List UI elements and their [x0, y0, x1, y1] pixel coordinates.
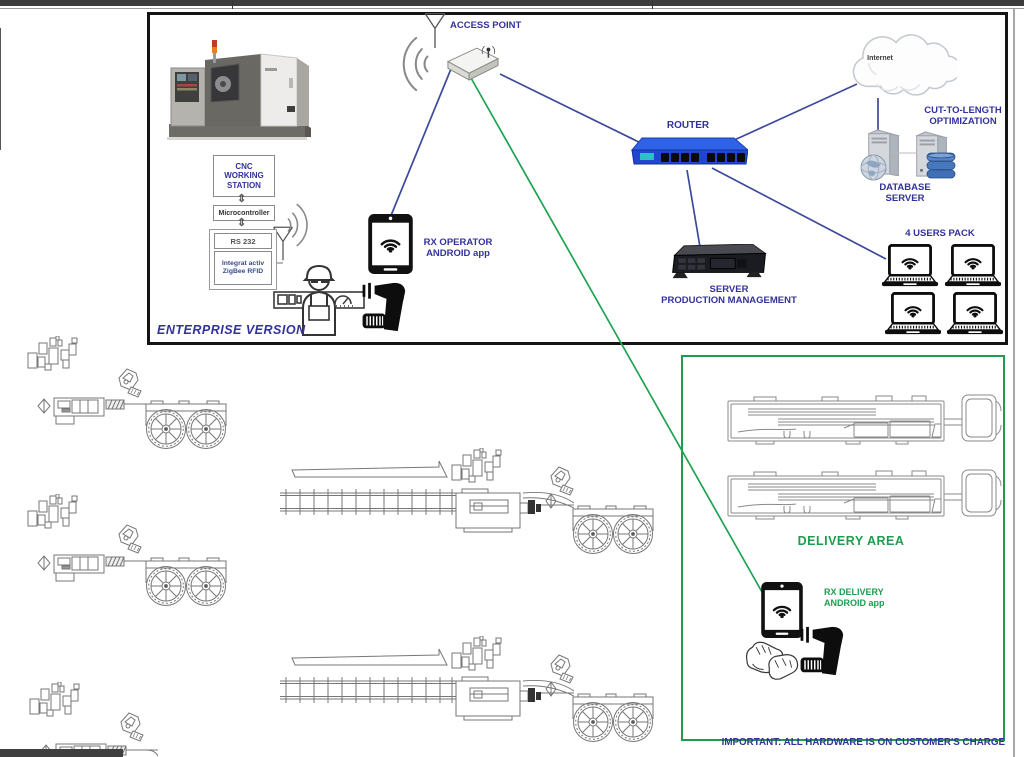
gloves-icon [742, 636, 804, 690]
laptop-icon-2 [944, 244, 1002, 288]
cnc-station-line3: STATION [227, 180, 261, 190]
users-pack-label: 4 USERS PACK [905, 228, 975, 239]
updown-arrow-icon: ⇕ [237, 217, 247, 229]
top-window-bar [0, 0, 1024, 6]
laptop-icon-4 [946, 292, 1004, 336]
microcontroller-label: Microcontroller [218, 209, 270, 217]
rx-operator-line2: ANDROID app [426, 248, 490, 260]
rx-delivery-tablet [759, 582, 805, 638]
rx-delivery-line2: ANDROID app [824, 597, 885, 608]
cnc-working-station-box: CNC WORKING STATION [213, 155, 275, 197]
zigbee-box: Integrat activ ZigBee RFID [214, 251, 272, 285]
top-rule-line [0, 8, 1024, 9]
barcode-scanner-icon [362, 282, 415, 332]
bottom-window-bar [0, 749, 123, 757]
rs232-box: RS 232 [214, 233, 272, 249]
zigbee-line2: ZigBee RFID [222, 268, 264, 275]
router-label: ROUTER [666, 120, 710, 131]
server-pm-line1: SERVER [709, 284, 749, 295]
hardware-charge-notice: IMPORTANT: ALL HARDWARE IS ON CUSTOMER'S… [721, 737, 1005, 748]
database-server-device [860, 128, 956, 182]
internet-label: Internet [867, 55, 893, 62]
zigbee-waves-icon [284, 198, 328, 252]
rx-delivery-line1: RX DELIVERY [824, 587, 884, 597]
cad-line-group-1 [280, 448, 654, 554]
access-point-label: ACCESS POINT [450, 20, 522, 31]
router-device [630, 136, 748, 168]
cnc-station-line2: WORKING [224, 171, 264, 181]
database-server-line1: DATABASE [879, 182, 931, 193]
top-tick-2 [652, 0, 653, 9]
database-disks-icon [926, 152, 956, 180]
rx-operator-line1: RX OPERATOR [423, 237, 493, 248]
globe-icon [860, 154, 887, 181]
enterprise-version-title: ENTERPRISE VERSION [157, 323, 306, 337]
cad-machine-group-1 [27, 336, 227, 449]
rx-operator-tablet [368, 214, 413, 274]
access-point-device [446, 46, 500, 83]
cad-line-group-2 [280, 636, 654, 742]
cut-to-length-line1: CUT-TO-LENGTH [924, 105, 1002, 116]
zigbee-line1: Integrat activ [221, 259, 265, 267]
cnc-station-line1: CNC [235, 161, 253, 171]
updown-arrow-icon: ⇕ [237, 193, 247, 205]
cad-machine-group-3 [29, 682, 158, 757]
database-server-line2: SERVER [885, 193, 925, 205]
microcontroller-box: Microcontroller [213, 205, 275, 221]
cnc-machine-photo [165, 38, 313, 142]
right-page-edge [1013, 9, 1015, 757]
server-pm-line2: PRODUCTION MANAGEMENT [661, 295, 797, 307]
tower-link-line [890, 152, 916, 154]
cad-machine-group-2 [27, 494, 227, 606]
top-tick-1 [232, 0, 233, 9]
server-production-device [668, 244, 772, 280]
laptop-icon-3 [884, 292, 942, 336]
rs232-label: RS 232 [230, 236, 256, 246]
cut-to-length-line2: OPTIMIZATION [929, 116, 997, 128]
laptop-icon-1 [881, 244, 939, 288]
left-page-edge [0, 28, 1, 150]
radio-waves-icon [376, 36, 434, 92]
barcode-scanner-icon [800, 626, 853, 676]
delivery-area-title: DELIVERY AREA [797, 534, 905, 548]
